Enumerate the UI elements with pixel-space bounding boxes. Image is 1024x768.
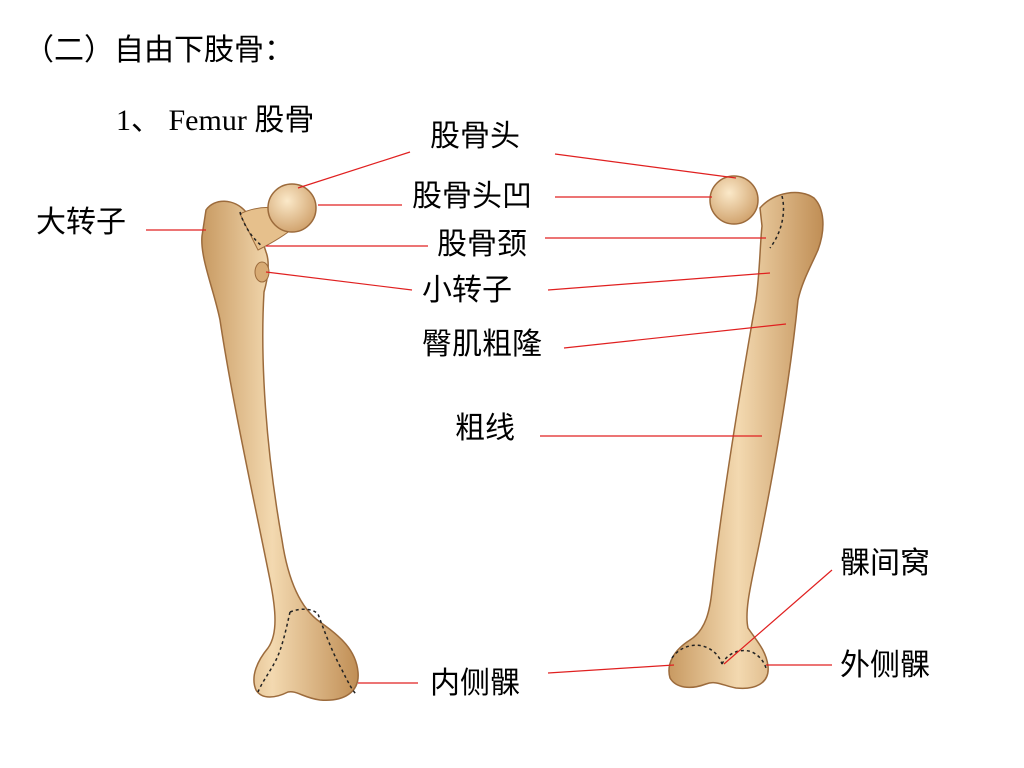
leader-head-right xyxy=(554,153,737,179)
posterior-condyle-boundary-dashed xyxy=(671,644,767,669)
label-medial-condyle: 内侧髁 xyxy=(430,666,520,701)
medial-condyle-boundary-dashed xyxy=(257,608,357,695)
label-greater-trochanter: 大转子 xyxy=(36,205,126,240)
leader-gluteal-tuberosity xyxy=(563,323,787,349)
label-lesser-trochanter: 小转子 xyxy=(422,273,512,308)
femur-posterior xyxy=(668,175,824,690)
femur-posterior-body xyxy=(668,191,824,690)
leader-lines xyxy=(146,151,833,684)
label-femoral-neck: 股骨颈 xyxy=(437,227,527,262)
posterior-neck-boundary-dashed xyxy=(769,195,785,249)
femur-anterior xyxy=(201,183,359,701)
label-linea-aspera: 粗线 xyxy=(455,411,515,446)
label-femoral-head: 股骨头 xyxy=(430,119,520,154)
femur-posterior-head xyxy=(709,175,759,225)
page-title: （二）自由下肢骨： xyxy=(24,33,294,68)
label-gluteal-tuberosity: 臀肌粗隆 xyxy=(422,327,542,362)
leader-medial-condyle-right xyxy=(547,664,675,674)
leader-lesser-trochanter-left xyxy=(265,271,413,291)
label-fovea: 股骨头凹 xyxy=(412,179,532,214)
label-intercondylar-fossa: 髁间窝 xyxy=(840,546,930,581)
leader-head-left xyxy=(297,151,411,189)
label-lateral-condyle: 外侧髁 xyxy=(840,648,930,683)
leader-intercondylar-fossa xyxy=(723,569,833,665)
femur-anterior-body xyxy=(201,200,359,701)
subtitle: 1、 Femur 股骨 xyxy=(116,104,315,137)
femur-anterior-head xyxy=(267,183,317,233)
leader-lesser-trochanter-right xyxy=(547,272,771,291)
neck-boundary-dashed xyxy=(239,211,263,247)
